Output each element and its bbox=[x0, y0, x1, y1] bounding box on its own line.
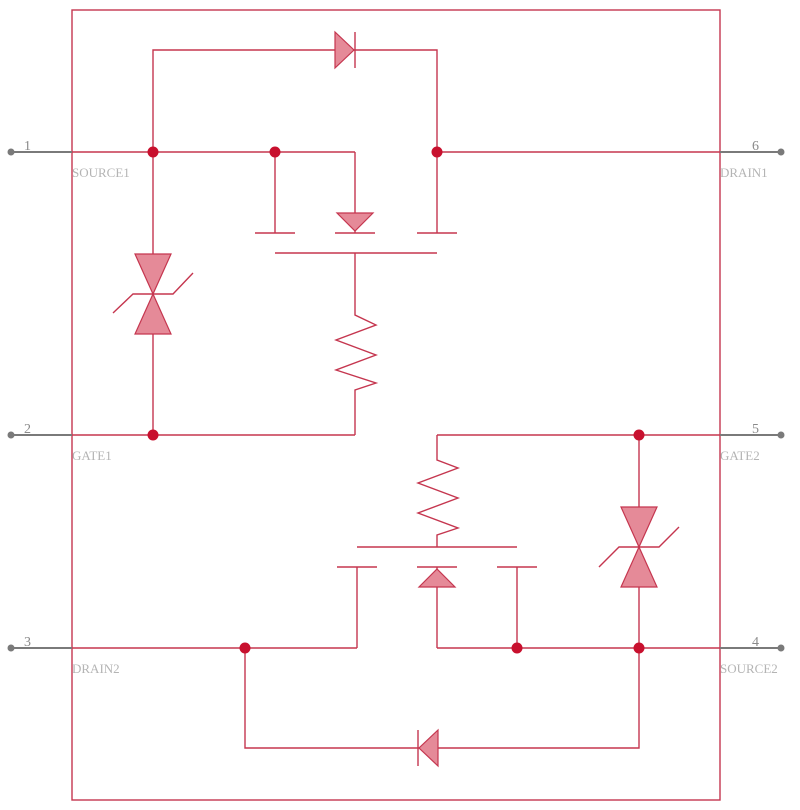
channel-diode-q1-icon bbox=[335, 212, 375, 232]
pin-2[interactable] bbox=[7, 431, 73, 439]
component-body bbox=[71, 9, 721, 801]
mosfet-q1 bbox=[72, 49, 720, 436]
junction-dot bbox=[147, 146, 159, 158]
pin-3-number: 3 bbox=[24, 635, 31, 650]
pin-6-name: DRAIN1 bbox=[720, 165, 768, 180]
pin-6-number: 6 bbox=[752, 139, 759, 154]
pin-4-name: SOURCE2 bbox=[720, 661, 778, 676]
pin-5-number: 5 bbox=[752, 422, 759, 437]
tvs-zener-q2-icon bbox=[598, 506, 680, 588]
junction-dot bbox=[431, 146, 443, 158]
pin-4-number: 4 bbox=[752, 635, 759, 650]
pin-5-name: GATE2 bbox=[720, 448, 760, 463]
pin-5[interactable] bbox=[720, 431, 785, 439]
body-diode-q2-icon bbox=[417, 728, 439, 768]
pin-1[interactable] bbox=[7, 148, 73, 156]
junction-dot bbox=[511, 642, 523, 654]
pin-3[interactable] bbox=[7, 644, 73, 652]
pin-3-name: DRAIN2 bbox=[72, 661, 120, 676]
pin-1-name: SOURCE1 bbox=[72, 165, 130, 180]
pin-6[interactable] bbox=[720, 148, 785, 156]
body-diode-q1-icon bbox=[334, 30, 356, 70]
junction-dot bbox=[239, 642, 251, 654]
junction-dot bbox=[633, 642, 645, 654]
pin-1-number: 1 bbox=[24, 139, 31, 154]
pin-2-name: GATE1 bbox=[72, 448, 112, 463]
pin-2-number: 2 bbox=[24, 422, 31, 437]
tvs-zener-q1-icon bbox=[112, 253, 194, 335]
junction-dot bbox=[269, 146, 281, 158]
junction-dot bbox=[147, 429, 159, 441]
channel-diode-q2-icon bbox=[417, 568, 457, 588]
mosfet-q2 bbox=[72, 434, 720, 749]
pin-4[interactable] bbox=[720, 644, 785, 652]
junction-dot bbox=[633, 429, 645, 441]
